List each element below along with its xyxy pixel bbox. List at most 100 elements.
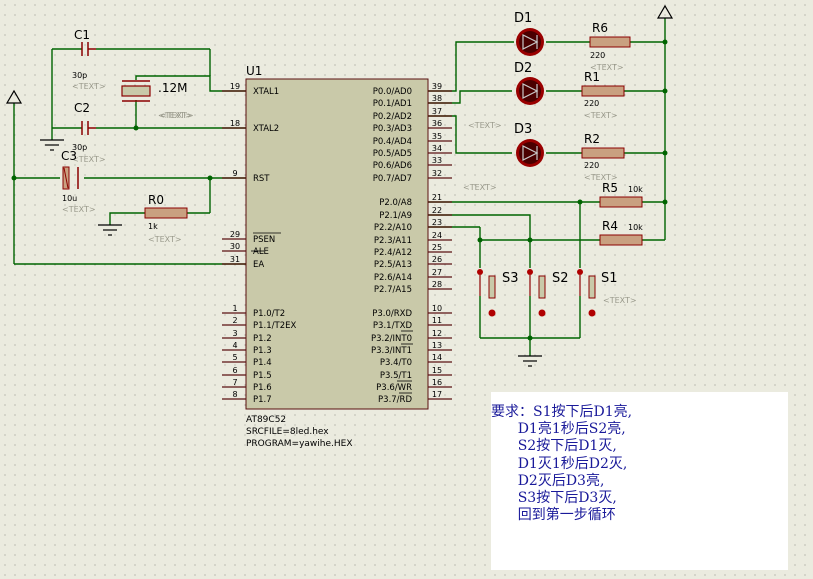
pin-number: 17	[432, 390, 442, 399]
pin-number: 2	[232, 316, 237, 325]
pin-number: 14	[432, 353, 442, 362]
d1-ref: D1	[514, 11, 532, 26]
resistor-r1	[581, 85, 625, 97]
pin-name: ALE	[253, 247, 269, 257]
s1-text: <TEXT>	[603, 296, 637, 305]
pin-number: 9	[232, 169, 237, 178]
misc-text-1: <TEXT>	[468, 121, 502, 130]
r1-value: 220	[584, 99, 599, 108]
resistor-r2	[581, 147, 625, 159]
pin-number: 22	[432, 206, 442, 215]
pin-number: 18	[230, 119, 240, 128]
pin-name: P0.1/AD1	[373, 99, 412, 109]
requirements-box	[491, 392, 788, 570]
chip-right-pins: 39P0.0/AD038P0.1/AD137P0.2/AD236P0.3/AD3…	[371, 82, 452, 405]
pin-number: 13	[432, 341, 442, 350]
pin-name: RST	[253, 174, 270, 184]
pin-name: P2.0/A8	[379, 198, 412, 208]
pin-name: P0.2/AD2	[373, 112, 412, 122]
switch-s2	[527, 269, 546, 317]
r5-ref: R5	[602, 181, 618, 195]
chip-part: AT89C52	[246, 415, 286, 425]
s1-ref: S1	[601, 271, 618, 286]
d3-ref: D3	[514, 122, 532, 137]
pin-name: P0.3/AD3	[373, 124, 412, 134]
pin-name: P1.0/T2	[253, 309, 285, 319]
pin-number: 1	[232, 304, 237, 313]
resistor-r0	[144, 207, 188, 219]
c2-ref: C2	[74, 101, 90, 115]
pin-name: P3.4/T0	[380, 358, 412, 368]
pin-number: 19	[230, 82, 240, 91]
r2-ref: R2	[584, 132, 600, 146]
c2-value: 30p	[72, 143, 87, 152]
note-line: D2灭后D3亮,	[491, 472, 605, 489]
c1-ref: C1	[74, 28, 90, 42]
pin-number: 21	[432, 193, 442, 202]
pin-number: 15	[432, 366, 442, 375]
power-terminal-left-icon	[5, 89, 23, 104]
pin-number: 25	[432, 243, 442, 252]
pin-name: P2.5/A13	[374, 260, 412, 270]
pin-number: 38	[432, 94, 442, 103]
crystal-value: .12M	[158, 81, 187, 95]
c3-text: <TEXT>	[62, 205, 96, 214]
pin-name: P1.4	[253, 358, 272, 368]
r4-ref: R4	[602, 219, 618, 233]
pin-number: 26	[432, 255, 442, 264]
resistor-r5	[599, 196, 643, 208]
c1-text: <TEXT>	[72, 82, 106, 91]
c3-value: 10u	[62, 194, 77, 203]
switch-s3	[477, 269, 496, 317]
chip-u1: U1 AT89C52 SRCFILE=8led.hex PROGRAM=yawi…	[222, 64, 452, 449]
pin-name: P1.3	[253, 346, 272, 356]
s2-ref: S2	[552, 271, 569, 286]
resistor-r6	[589, 36, 631, 48]
note-line: 要求：S1按下后D1亮,	[491, 404, 633, 420]
r5-value: 10k	[628, 185, 643, 194]
capacitor-c3	[62, 166, 79, 190]
r2-text: <TEXT>	[584, 173, 618, 182]
pin-number: 27	[432, 268, 442, 277]
led-d3	[516, 139, 544, 167]
pin-number: 6	[232, 366, 237, 375]
misc-text-3: <TEXT>	[160, 111, 194, 120]
pin-name: P1.5	[253, 371, 272, 381]
requirements-note: 要求：S1按下后D1亮, D1亮1秒后S2亮, S2按下后D1灭, D1灭1秒后…	[491, 404, 632, 524]
pin-number: 24	[432, 231, 442, 240]
crystal-x1	[121, 80, 151, 102]
d2-ref: D2	[514, 61, 532, 76]
led-d1	[516, 28, 544, 56]
pin-number: 35	[432, 132, 442, 141]
pin-name: P0.7/AD7	[373, 174, 412, 184]
note-line: D1亮1秒后S2亮,	[491, 421, 626, 438]
pin-number: 12	[432, 329, 442, 338]
note-line: D1灭1秒后D2灭,	[491, 455, 628, 472]
capacitor-c1	[81, 42, 96, 56]
r1-text: <TEXT>	[584, 111, 618, 120]
pin-number: 39	[432, 82, 442, 91]
c2-text: <TEXT>	[72, 155, 106, 164]
pin-number: 37	[432, 107, 442, 116]
r0-text: <TEXT>	[148, 235, 182, 244]
pin-name: P3.7/RD	[378, 395, 412, 405]
pin-name: P3.2/INT0	[371, 334, 412, 344]
pin-name: P1.1/T2EX	[253, 321, 296, 331]
pin-name: P0.0/AD0	[373, 87, 412, 97]
pin-name: P2.2/A10	[374, 223, 412, 233]
ground-crystal-icon	[40, 139, 64, 151]
pin-name: P1.2	[253, 334, 272, 344]
led-d2	[516, 77, 544, 105]
pin-number: 28	[432, 280, 442, 289]
c1-value: 30p	[72, 71, 87, 80]
pin-name: P0.5/AD5	[373, 149, 412, 159]
pin-name: P3.6/WR	[376, 383, 412, 393]
pin-name: P1.7	[253, 395, 272, 405]
resistor-r4	[599, 234, 643, 246]
capacitor-c2	[81, 121, 96, 135]
pin-number: 8	[232, 390, 237, 399]
pin-name: EA	[253, 260, 264, 270]
pin-name: P2.1/A9	[379, 211, 412, 221]
pin-name: P3.3/INT1	[371, 346, 412, 356]
